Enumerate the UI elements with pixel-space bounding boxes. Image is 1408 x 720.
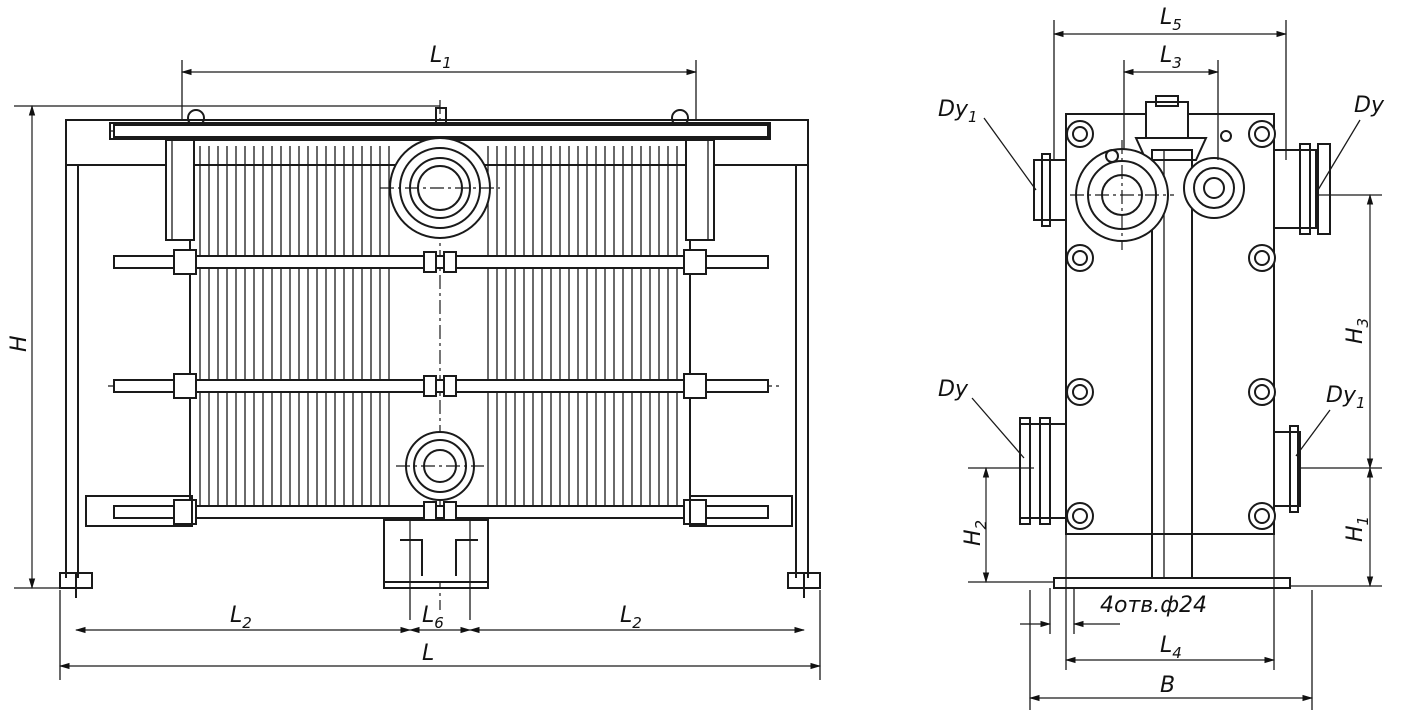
dim-L3: L3 [1160,43,1182,72]
rod-nut [683,373,707,399]
dim-H2: H2 [961,520,990,546]
front-dimensions [14,60,822,680]
label-dy1-bottom-right: Dy1 [1326,383,1366,412]
dim-L1: L1 [430,43,452,72]
dim-L2-right: L2 [620,603,642,632]
label-dy-top-right: Dy [1354,93,1385,118]
dim-L5: L5 [1160,5,1182,34]
side-large-port [1070,140,1174,250]
top-port [380,137,500,239]
side-small-port [1183,130,1245,219]
bolt-head [1066,120,1094,148]
tie-rod [113,124,769,138]
bolt-head [1248,120,1276,148]
rod-coupling [443,251,457,273]
rod-nut [173,249,197,275]
dim-L6: L6 [422,603,444,632]
dim-L4: L4 [1160,633,1182,662]
bolt-core [1254,508,1270,524]
rod-coupling [423,375,437,397]
label-dy1-top-left: Dy1 [938,97,978,126]
bolt-head [1066,378,1094,406]
dim-H1: H1 [1343,516,1372,542]
front-view [59,100,821,620]
bolt-core [1254,126,1270,142]
bolt-core [1072,250,1088,266]
bolt-core [1072,384,1088,400]
rod-coupling [423,251,437,273]
label-dy-bottom-left: Dy [938,377,969,402]
bolt-head [1248,378,1276,406]
tie-rod [113,379,769,393]
label-holes: 4отв.ф24 [1100,593,1207,618]
bolt-head [1066,502,1094,530]
bolt-core [1254,250,1270,266]
rod-nut [173,499,197,525]
rod-nut [683,499,707,525]
dim-L2-left: L2 [230,603,252,632]
rod-coupling [443,375,457,397]
side-view [1019,95,1331,589]
rod-nut [683,249,707,275]
rod-nut [173,373,197,399]
bottom-port [396,431,484,501]
bolt-core [1072,126,1088,142]
side-dimensions [968,20,1382,710]
side-bolts [1066,120,1276,530]
bolt-head [1066,244,1094,272]
bolt-head [1248,244,1276,272]
tie-rod [113,505,769,519]
bolt-core [1254,384,1270,400]
dim-L: L [422,641,434,666]
dim-H: H [7,335,32,352]
bolt-core [1072,508,1088,524]
bolt-head [1248,502,1276,530]
dim-H3: H3 [1343,318,1372,344]
tie-rods [113,124,769,525]
tie-rod [113,255,769,269]
dim-B: B [1160,673,1175,698]
